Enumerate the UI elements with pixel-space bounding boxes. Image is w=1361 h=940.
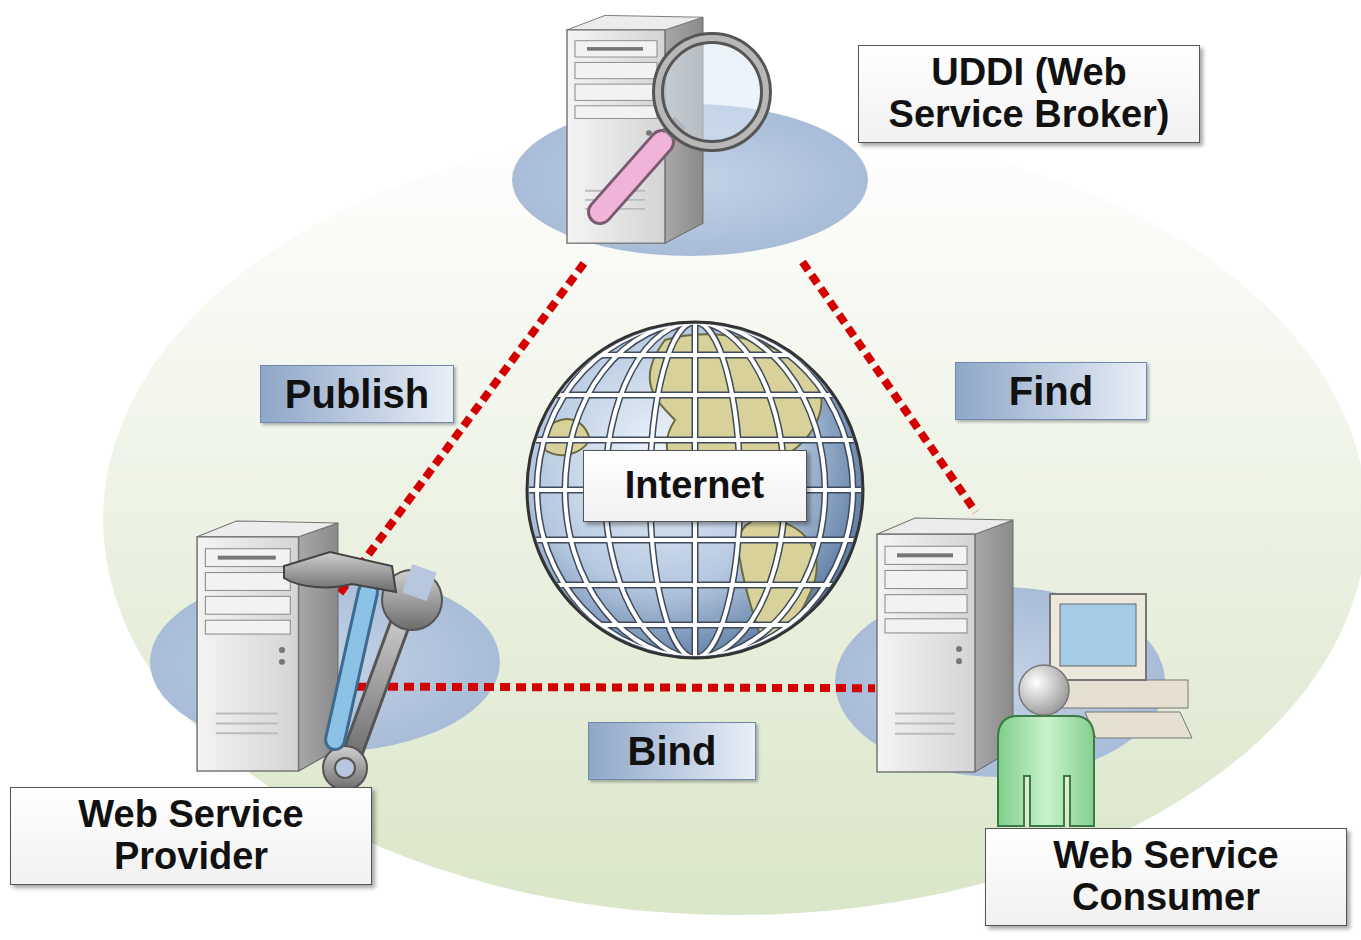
- globe-icon: [556, 583, 834, 587]
- magnifier-icon: [600, 142, 662, 212]
- hammer-icon: [284, 552, 396, 592]
- node-label: UDDI (Web Service Broker): [858, 45, 1200, 143]
- consumer-node: Web Service Consumer: [875, 512, 1015, 775]
- edge-label: Bind: [588, 722, 756, 780]
- user-figure: [998, 665, 1094, 826]
- globe-icon: [527, 322, 863, 658]
- user-figure: [998, 716, 1094, 826]
- globe-icon: [527, 322, 863, 658]
- magnifier-icon: [600, 38, 766, 212]
- edge-label: Find: [955, 362, 1147, 420]
- user-figure: [1019, 665, 1069, 715]
- magnifier-icon: [658, 38, 766, 146]
- internet-node: Internet: [583, 450, 807, 522]
- node-label: Web Service Provider: [10, 787, 372, 885]
- magnifier-icon: [600, 142, 662, 212]
- globe-icon: [535, 438, 855, 442]
- node-label: Internet: [583, 450, 807, 522]
- consumer-server: [877, 518, 1013, 772]
- workstation-icon: [1085, 712, 1192, 738]
- globe-icon: [537, 322, 853, 658]
- globe-icon: [535, 538, 855, 542]
- globe-icon: [527, 322, 863, 658]
- globe-icon: [527, 322, 863, 658]
- provider-node: Web Service Provider: [195, 515, 340, 775]
- globe-icon: [595, 623, 795, 627]
- dotted-connector: [340, 687, 875, 689]
- consumer-server: [877, 518, 1013, 772]
- globe-icon: [537, 322, 853, 658]
- globe-icon: [565, 322, 825, 658]
- hammer-icon: [335, 592, 368, 740]
- magnifier-icon: [658, 38, 766, 146]
- globe-icon: [595, 353, 795, 357]
- wrench-icon: [323, 746, 367, 790]
- workstation-icon: [1050, 594, 1146, 680]
- wrench-icon: [335, 758, 355, 778]
- node-label: Web Service Consumer: [985, 828, 1347, 926]
- edge-label: Publish: [260, 365, 454, 423]
- globe-icon: [565, 322, 825, 658]
- workstation-icon: [1060, 604, 1136, 666]
- hammer-icon: [284, 552, 396, 740]
- hammer-icon: [335, 592, 368, 740]
- globe-icon: [527, 322, 863, 658]
- wrench-icon: [323, 564, 442, 790]
- wrench-icon: [402, 564, 437, 601]
- broker-node: UDDI (Web Service Broker): [560, 10, 810, 262]
- globe-icon: [556, 393, 834, 397]
- globe-icon: [527, 322, 863, 658]
